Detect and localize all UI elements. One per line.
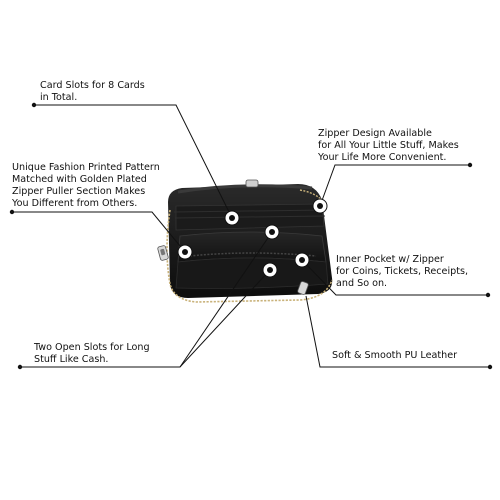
zipper-puller-icon <box>157 245 169 261</box>
zipper-puller-icon <box>245 179 259 188</box>
leader-line-printed-pattern <box>12 211 186 253</box>
card-slot-layer <box>173 209 327 213</box>
callout-card-slots: Card Slots for 8 Cards in Total. <box>40 80 145 103</box>
callout-printed-pattern: Unique Fashion Printed Pattern Matched w… <box>12 162 160 209</box>
inner-pocket-panel <box>175 257 329 289</box>
wallet-top-edge <box>177 184 313 194</box>
leader-line-zipper-design <box>319 164 470 207</box>
marker-icon <box>294 252 310 268</box>
leader-line-inner-pocket <box>301 259 488 296</box>
callout-open-slots: Two Open Slots for Long Stuff Like Cash. <box>34 342 150 365</box>
marker-icon <box>264 224 280 240</box>
marker-icon <box>312 198 328 214</box>
leader-lines <box>12 104 490 368</box>
marker-icon <box>177 244 193 260</box>
leader-end-dots <box>9 102 493 370</box>
leader-line-open-slots-secondary <box>179 231 273 368</box>
outer-zipper <box>166 209 333 303</box>
callout-markers <box>177 198 328 278</box>
leader-line-pu-leather <box>305 295 490 368</box>
callout-zipper-design: Zipper Design Available for All Your Lit… <box>318 128 459 163</box>
callout-inner-pocket: Inner Pocket w/ Zipper for Coins, Ticket… <box>336 254 469 289</box>
zipper-puller-icon <box>297 281 309 295</box>
marker-icon <box>262 262 278 278</box>
marker-icon <box>224 210 240 226</box>
wallet-body <box>168 184 333 298</box>
leader-line-card-slots <box>34 104 233 219</box>
card-slot-layer <box>174 215 326 219</box>
callout-pu-leather: Soft & Smooth PU Leather <box>332 350 458 361</box>
